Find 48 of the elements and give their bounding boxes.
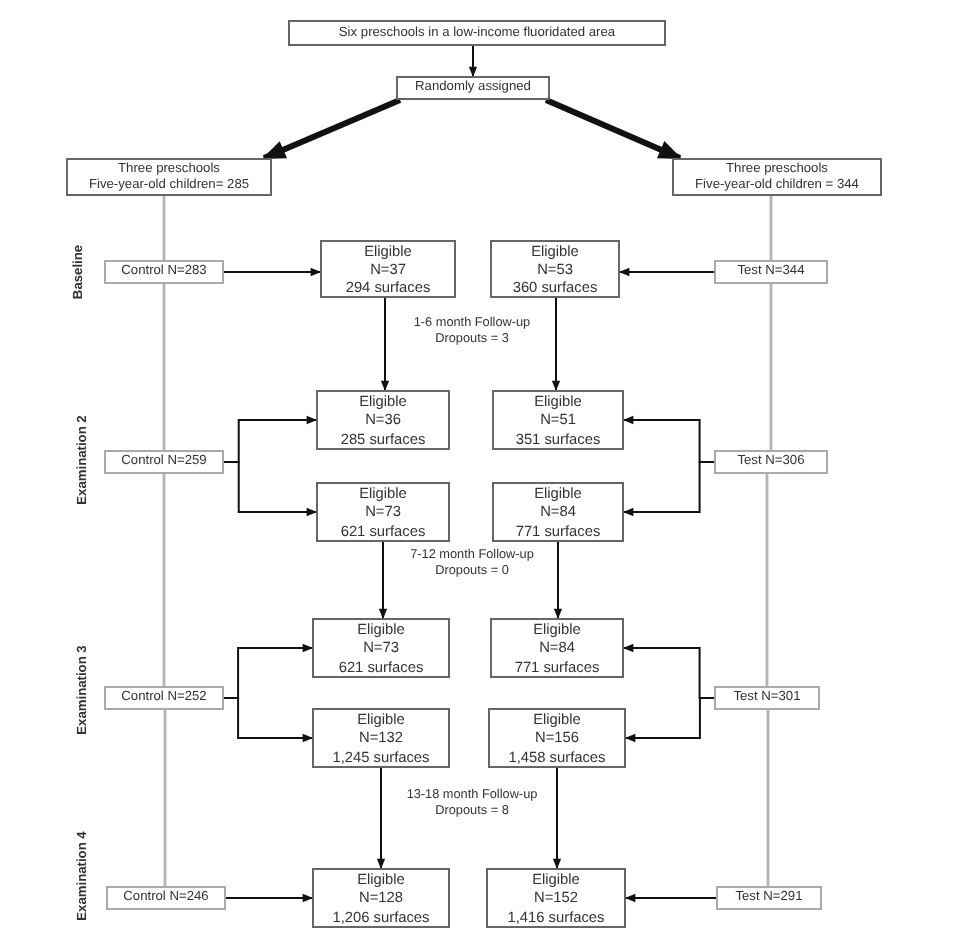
eligible-box [486,868,626,928]
arrow [624,893,717,903]
arrow [468,45,478,78]
eligible-box [316,482,450,542]
arrow [378,541,388,620]
arrow [622,461,715,517]
connector-line [163,710,167,886]
arrow [223,461,318,517]
arrow [380,297,390,392]
arrow [551,297,561,392]
group-box [106,886,226,910]
group-box [104,260,224,284]
process-box [672,158,882,196]
group-box [714,260,828,284]
connector-line [766,710,770,886]
eligible-box [492,482,624,542]
eligible-box [320,240,456,298]
eligible-box [488,708,626,768]
connector-line [162,196,166,260]
arrow [618,267,715,277]
group-box [104,686,224,710]
arrow [553,541,563,620]
group-box [714,450,828,474]
process-box [66,158,272,196]
group-box [104,450,224,474]
arrow [552,767,562,870]
arrow [261,97,402,161]
eligible-box [490,240,620,298]
arrow [225,893,314,903]
eligible-box [312,708,450,768]
arrow [544,97,683,161]
connector-line [162,284,166,450]
connector-line [769,196,773,260]
process-box [288,20,666,46]
connector-line [769,284,773,450]
arrow [376,767,386,870]
eligible-box [316,390,450,450]
eligible-box [490,618,624,678]
group-box [714,686,820,710]
arrow [223,267,322,277]
arrow [624,697,715,743]
connector-line [162,474,166,686]
group-box [716,886,822,910]
connector-line [765,474,769,686]
eligible-box [312,618,450,678]
eligible-box [312,868,450,928]
eligible-box [492,390,624,450]
process-box [396,76,550,100]
